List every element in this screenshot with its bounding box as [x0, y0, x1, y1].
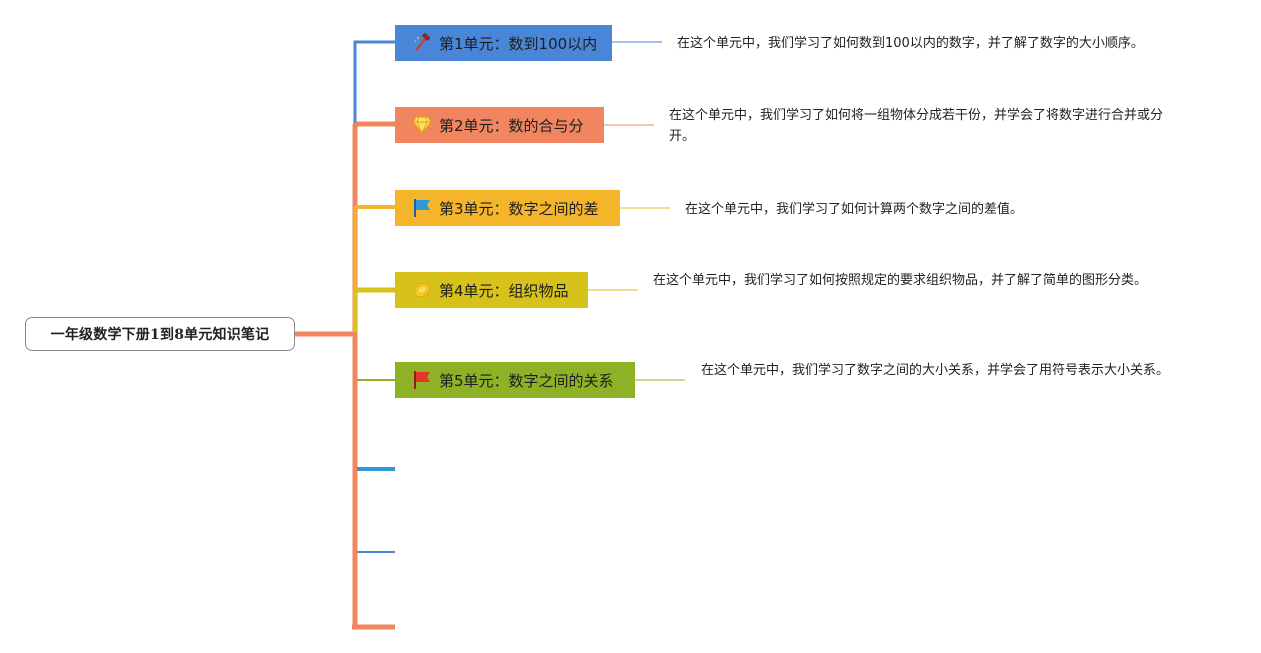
branch-unit-1	[353, 40, 395, 124]
unit-5-note: 在这个单元中，我们学习了数字之间的大小关系，并学会了用符号表示大小关系。	[701, 363, 1170, 378]
blue-flag-icon	[411, 197, 433, 219]
unit-3-label: 第3单元：数字之间的差	[439, 199, 599, 218]
hammer-icon	[411, 32, 433, 54]
unit-1-note: 在这个单元中，我们学习了如何数到100以内的数字，并了解了数字的大小顺序。	[677, 36, 1144, 51]
unit-5-label: 第5单元：数字之间的关系	[439, 371, 614, 390]
unit-5-node[interactable]: 第5单元：数字之间的关系	[395, 362, 635, 398]
unit-4-label: 第4单元：组织物品	[439, 281, 569, 300]
unit-4-note: 在这个单元中，我们学习了如何按照规定的要求组织物品，并了解了简单的图形分类。	[653, 273, 1148, 288]
root-node[interactable]: 一年级数学下册1到8单元知识笔记	[25, 317, 295, 351]
root-title: 一年级数学下册1到8单元知识笔记	[50, 327, 270, 343]
unit-1-label: 第1单元：数到100以内	[439, 34, 598, 53]
unit-1-node[interactable]: 第1单元：数到100以内	[395, 25, 612, 61]
diamond-icon	[411, 114, 433, 136]
unit-2-node[interactable]: 第2单元：数的合与分	[395, 107, 604, 143]
red-flag-icon	[411, 369, 433, 391]
unit-4-node[interactable]: 第4单元：组织物品	[395, 272, 588, 308]
unit-3-note: 在这个单元中，我们学习了如何计算两个数字之间的差值。	[685, 202, 1024, 217]
unit-2-label: 第2单元：数的合与分	[439, 116, 584, 135]
unit-2-note: 在这个单元中，我们学习了如何将一组物体分成若干份，并学会了将数字进行合并或分开。	[669, 108, 1164, 144]
lemon-icon	[411, 279, 433, 301]
unit-3-node[interactable]: 第3单元：数字之间的差	[395, 190, 620, 226]
